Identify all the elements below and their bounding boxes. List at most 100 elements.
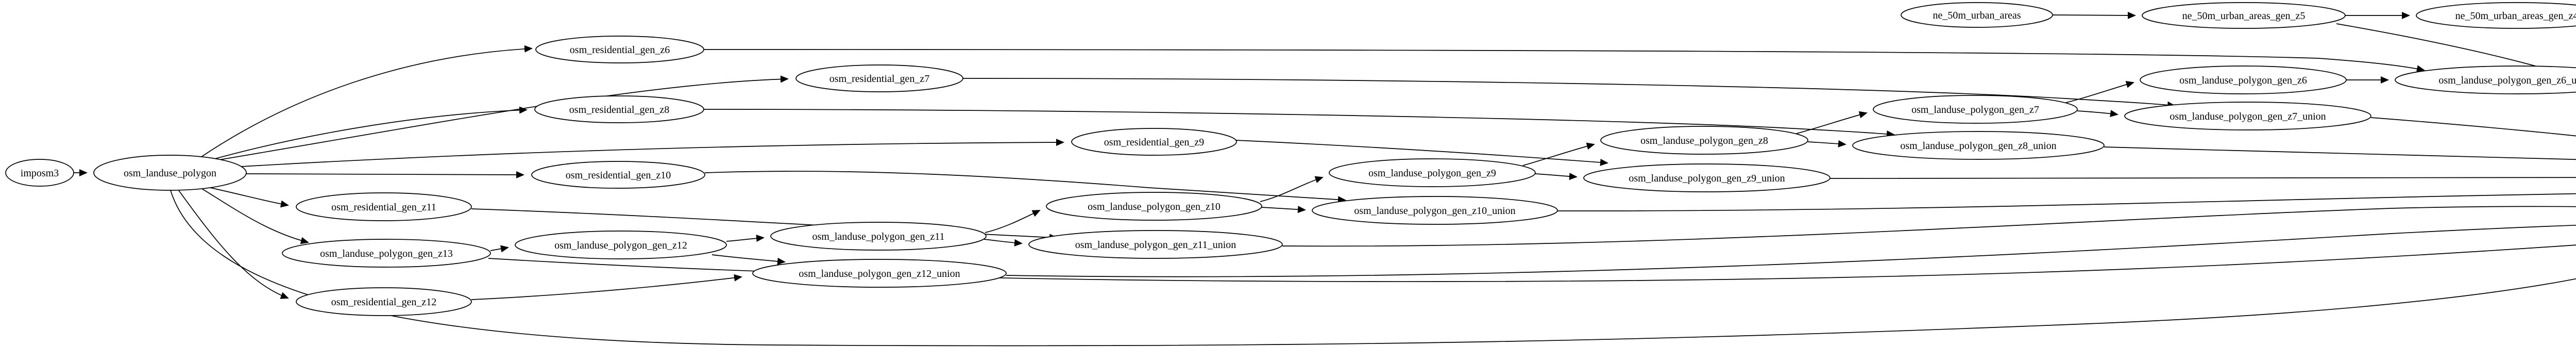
- node-osm-landuse-polygon-gen-z7-label: osm_landuse_polygon_gen_z7: [1911, 104, 2039, 116]
- node-osm-landuse-polygon-gen-z12-union-shape: [752, 259, 1007, 288]
- node-osm-residential-gen-z10-shape: [531, 161, 705, 189]
- node-ne-50m-urban-areas-label: ne_50m_urban_areas: [1933, 10, 2021, 21]
- node-osm-landuse-polygon-gen-z9-union-shape: [1583, 163, 1831, 192]
- node-osm-landuse-polygon-gen-z6-label: osm_landuse_polygon_gen_z6: [2179, 75, 2307, 86]
- node-osm-residential-gen-z8: osm_residential_gen_z8: [534, 95, 704, 123]
- node-osm-landuse-polygon-gen-z13: osm_landuse_polygon_gen_z13: [282, 239, 491, 268]
- node-osm-landuse-polygon-gen-z12-union: osm_landuse_polygon_gen_z12_union: [752, 259, 1007, 288]
- edge-g12-g11: [726, 235, 765, 242]
- node-osm-residential-gen-z7-label: osm_residential_gen_z7: [829, 73, 929, 85]
- edge-u7-row-z7: [2370, 117, 2576, 137]
- node-osm-landuse-polygon-gen-z10-union: osm_landuse_polygon_gen_z10_union: [1312, 196, 1558, 225]
- node-osm-residential-gen-z7: osm_residential_gen_z7: [795, 64, 963, 92]
- node-osm-residential-gen-z6: osm_residential_gen_z6: [535, 36, 704, 63]
- node-ne-50m-urban-areas-gen-z5-shape: [2142, 2, 2346, 29]
- edge-g11-g10: [985, 210, 1041, 233]
- node-osm-landuse-polygon-gen-z8-union-label: osm_landuse_polygon_gen_z8_union: [1900, 140, 2056, 152]
- node-osm-landuse-polygon-gen-z8: osm_landuse_polygon_gen_z8: [1600, 126, 1808, 155]
- edge-u8-row-z8: [2104, 146, 2576, 160]
- node-osm-landuse-polygon-gen-z7-union: osm_landuse_polygon_gen_z7_union: [2124, 102, 2371, 130]
- edge-g8-u8: [1807, 140, 1846, 147]
- node-ne-50m-urban-areas: ne_50m_urban_areas: [1901, 2, 2053, 28]
- node-osm-landuse-polygon-gen-z7-shape: [1873, 95, 2078, 124]
- node-osm-landuse-polygon-gen-z7-union-label: osm_landuse_polygon_gen_z7_union: [2170, 111, 2326, 122]
- edge-g7-g6: [2065, 81, 2134, 103]
- nodes: imposm3 osm_landuse_polygon osm_resident…: [5, 2, 2576, 316]
- node-osm-residential-gen-z12: osm_residential_gen_z12: [296, 287, 472, 316]
- node-osm-landuse-polygon: osm_landuse_polygon: [93, 155, 247, 191]
- node-ne-50m-urban-areas-gen-z4: ne_50m_urban_areas_gen_z4: [2416, 2, 2576, 29]
- edge-ne5-row-z5: [2336, 23, 2576, 79]
- node-osm-residential-gen-z12-shape: [296, 287, 472, 316]
- node-osm-landuse-polygon-gen-z10-shape: [1046, 192, 1262, 221]
- node-osm-residential-gen-z12-label: osm_residential_gen_z12: [331, 297, 436, 308]
- node-osm-landuse-polygon-label: osm_landuse_polygon: [124, 168, 216, 179]
- node-osm-residential-gen-z9: osm_residential_gen_z9: [1071, 128, 1237, 156]
- edge-rz10-u10: [704, 171, 1346, 204]
- edge-rz7-u7: [962, 78, 2176, 109]
- node-osm-landuse-polygon-gen-z6-union-shape: [2395, 65, 2576, 94]
- edge-u11-row-z11: [1282, 206, 2576, 247]
- node-osm-landuse-polygon-shape: [93, 155, 247, 191]
- node-osm-landuse-polygon-gen-z11-union-shape: [1028, 230, 1283, 259]
- node-osm-landuse-polygon-gen-z6-shape: [2140, 65, 2347, 94]
- node-osm-landuse-polygon-gen-z13-label: osm_landuse_polygon_gen_z13: [320, 248, 453, 259]
- edge-lp-rz11: [210, 187, 289, 208]
- node-osm-landuse-polygon-gen-z6-union-label: osm_landuse_polygon_gen_z6_union: [2438, 75, 2576, 86]
- node-osm-landuse-polygon-gen-z12-union-label: osm_landuse_polygon_gen_z12_union: [799, 268, 960, 279]
- node-osm-landuse-polygon-gen-z9: osm_landuse_polygon_gen_z9: [1329, 158, 1536, 187]
- node-osm-landuse-polygon-gen-z11-union-label: osm_landuse_polygon_gen_z11_union: [1075, 239, 1236, 251]
- edge-g10-u10: [1261, 206, 1306, 213]
- node-osm-landuse-polygon-gen-z11-shape: [770, 222, 987, 251]
- node-osm-residential-gen-z10: osm_residential_gen_z10: [531, 161, 705, 189]
- node-osm-residential-gen-z8-shape: [534, 95, 704, 123]
- node-imposm3: imposm3: [5, 159, 74, 187]
- node-osm-landuse-polygon-gen-z10-union-shape: [1312, 196, 1558, 225]
- edge-g9-u9: [1535, 173, 1578, 180]
- node-osm-landuse-polygon-gen-z8-union-shape: [1852, 131, 2105, 160]
- node-osm-landuse-polygon-gen-z8-shape: [1600, 126, 1808, 155]
- edge-rz12-u12: [471, 274, 742, 300]
- edge-u9-row-z9: [1829, 177, 2576, 179]
- node-osm-landuse-polygon-gen-z12: osm_landuse_polygon_gen_z12: [515, 231, 727, 259]
- edge-lp-g13: [201, 188, 309, 244]
- node-osm-residential-gen-z8-label: osm_residential_gen_z8: [569, 104, 669, 116]
- edge-g7-u7: [2077, 110, 2119, 118]
- edge-g8-g7: [1796, 111, 1868, 134]
- node-osm-landuse-polygon-gen-z8-label: osm_landuse_polygon_gen_z8: [1640, 135, 1768, 146]
- node-osm-landuse-polygon-gen-z6: osm_landuse_polygon_gen_z6: [2140, 65, 2347, 94]
- edge-rz8-u8: [703, 109, 1895, 138]
- node-osm-landuse-polygon-gen-z10: osm_landuse_polygon_gen_z10: [1046, 192, 1262, 221]
- node-osm-landuse-polygon-gen-z10-label: osm_landuse_polygon_gen_z10: [1088, 201, 1221, 212]
- node-osm-landuse-polygon-gen-z12-label: osm_landuse_polygon_gen_z12: [554, 240, 687, 251]
- edge-g12-u12: [711, 254, 786, 265]
- node-ne-50m-urban-areas-gen-z4-shape: [2416, 2, 2576, 29]
- edge-rz6-u6: [703, 49, 2425, 73]
- node-osm-landuse-polygon-gen-z9-union: osm_landuse_polygon_gen_z9_union: [1583, 163, 1831, 192]
- edge-g10-g9: [1260, 176, 1324, 202]
- edge-lp-rz8: [207, 106, 528, 161]
- node-osm-landuse-polygon-gen-z10-union-label: osm_landuse_polygon_gen_z10_union: [1354, 205, 1515, 217]
- node-osm-residential-gen-z11-label: osm_residential_gen_z11: [331, 202, 436, 213]
- edge-g13-g12: [490, 245, 509, 253]
- node-imposm3-shape: [5, 159, 74, 187]
- node-imposm3-label: imposm3: [21, 168, 59, 179]
- edge-u10-row-z10: [1557, 193, 2576, 211]
- node-osm-landuse-polygon-gen-z7: osm_landuse_polygon_gen_z7: [1873, 95, 2078, 124]
- node-ne-50m-urban-areas-gen-z5: ne_50m_urban_areas_gen_z5: [2142, 2, 2346, 29]
- node-osm-landuse-polygon-gen-z9-union-label: osm_landuse_polygon_gen_z9_union: [1629, 173, 1785, 184]
- edge-rz9-u9: [1235, 140, 1608, 166]
- node-ne-50m-urban-areas-gen-z4-label: ne_50m_urban_areas_gen_z4: [2455, 10, 2576, 22]
- node-osm-residential-gen-z9-label: osm_residential_gen_z9: [1104, 137, 1204, 148]
- node-ne-50m-urban-areas-gen-z5-label: ne_50m_urban_areas_gen_z5: [2182, 10, 2306, 22]
- edge-lp-rz6: [199, 45, 533, 158]
- node-osm-landuse-polygon-gen-z9-label: osm_landuse_polygon_gen_z9: [1368, 168, 1496, 179]
- node-ne-50m-urban-areas-shape: [1901, 2, 2053, 28]
- node-osm-residential-gen-z11: osm_residential_gen_z11: [296, 192, 472, 221]
- edge-g11-u11: [984, 239, 1023, 246]
- edge-g9-g8: [1522, 142, 1595, 166]
- edge-lp-rz12: [178, 189, 289, 299]
- node-osm-landuse-polygon-gen-z11: osm_landuse_polygon_gen_z11: [770, 222, 987, 251]
- node-osm-landuse-polygon-gen-z9-shape: [1329, 158, 1536, 187]
